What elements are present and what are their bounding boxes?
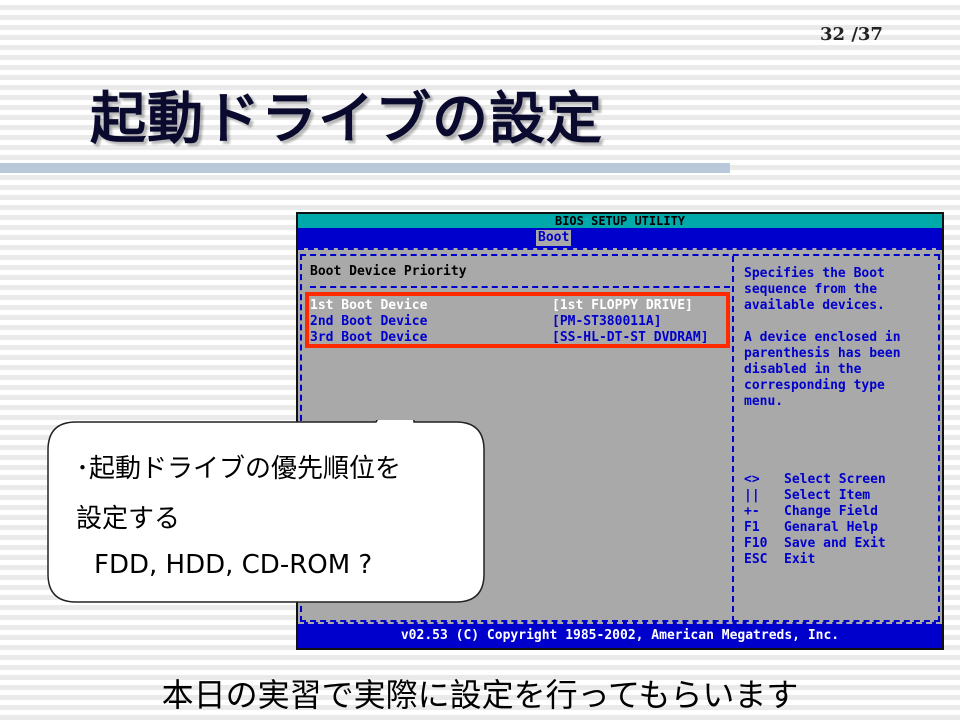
page-number: 32 /37	[820, 24, 883, 45]
boot-device-value[interactable]: [PM-ST380011A]	[552, 314, 662, 329]
key-legend-row: F1 Genaral Help	[744, 520, 940, 536]
slide-title: 起動ドライブの設定	[90, 87, 603, 152]
tab-boot[interactable]: Boot	[536, 230, 572, 246]
bottom-caption: 本日の実習で実際に設定を行ってもらいます	[161, 676, 799, 714]
key-name: +-	[744, 504, 760, 519]
key-legend: <> Select Screen || Select Item +- Chang…	[744, 472, 940, 568]
bios-divider	[732, 256, 734, 622]
title-underline-bar	[0, 163, 730, 173]
key-legend-row: <> Select Screen	[744, 472, 940, 488]
help-text: Specifies the Boot sequence from the ava…	[744, 266, 901, 409]
key-legend-row: || Select Item	[744, 488, 940, 504]
bios-main-panel: Boot Device Priority 1st Boot Device [1s…	[298, 248, 942, 624]
bios-footer: v02.53 (C) Copyright 1985-2002, American…	[298, 622, 942, 648]
key-legend-row: F10 Save and Exit	[744, 536, 940, 552]
boot-device-label: 1st Boot Device	[310, 298, 428, 313]
key-legend-row: +- Change Field	[744, 504, 940, 520]
boot-priority-highlight	[305, 292, 730, 348]
callout-line-2: 設定する	[76, 504, 181, 534]
key-name: <>	[744, 472, 760, 487]
boot-device-value[interactable]: [SS-HL-DT-ST DVDRAM]	[552, 330, 709, 345]
callout-bubble: ･起動ドライブの優先順位を 設定する FDD, HDD, CD-ROM ?	[46, 420, 486, 604]
bios-title: BIOS SETUP UTILITY	[298, 214, 942, 228]
key-name: ||	[744, 488, 760, 503]
boot-device-value[interactable]: [1st FLOPPY DRIVE]	[552, 298, 693, 313]
key-description: Exit	[784, 552, 816, 567]
callout-shape	[47, 420, 485, 603]
bios-header: BIOS SETUP UTILITY Boot	[298, 214, 942, 248]
key-description: Select Screen	[784, 472, 886, 487]
key-description: Genaral Help	[784, 520, 878, 535]
boot-device-row-3rd[interactable]: 3rd Boot Device [SS-HL-DT-ST DVDRAM]	[310, 330, 720, 346]
key-name: F10	[744, 536, 768, 551]
boot-device-row-1st[interactable]: 1st Boot Device [1st FLOPPY DRIVE]	[310, 298, 720, 314]
boot-device-row-2nd[interactable]: 2nd Boot Device [PM-ST380011A]	[310, 314, 720, 330]
key-name: ESC	[744, 552, 768, 567]
key-description: Change Field	[784, 504, 878, 519]
boot-device-label: 3rd Boot Device	[310, 330, 428, 345]
key-legend-row: ESC Exit	[744, 552, 940, 568]
key-description: Save and Exit	[784, 536, 886, 551]
callout-line-1: ･起動ドライブの優先順位を	[76, 454, 402, 484]
section-title: Boot Device Priority	[310, 264, 467, 279]
key-description: Select Item	[784, 488, 871, 503]
section-rule	[310, 286, 730, 288]
key-name: F1	[744, 520, 760, 535]
boot-device-label: 2nd Boot Device	[310, 314, 428, 329]
callout-line-3: FDD, HDD, CD-ROM ?	[94, 550, 373, 580]
